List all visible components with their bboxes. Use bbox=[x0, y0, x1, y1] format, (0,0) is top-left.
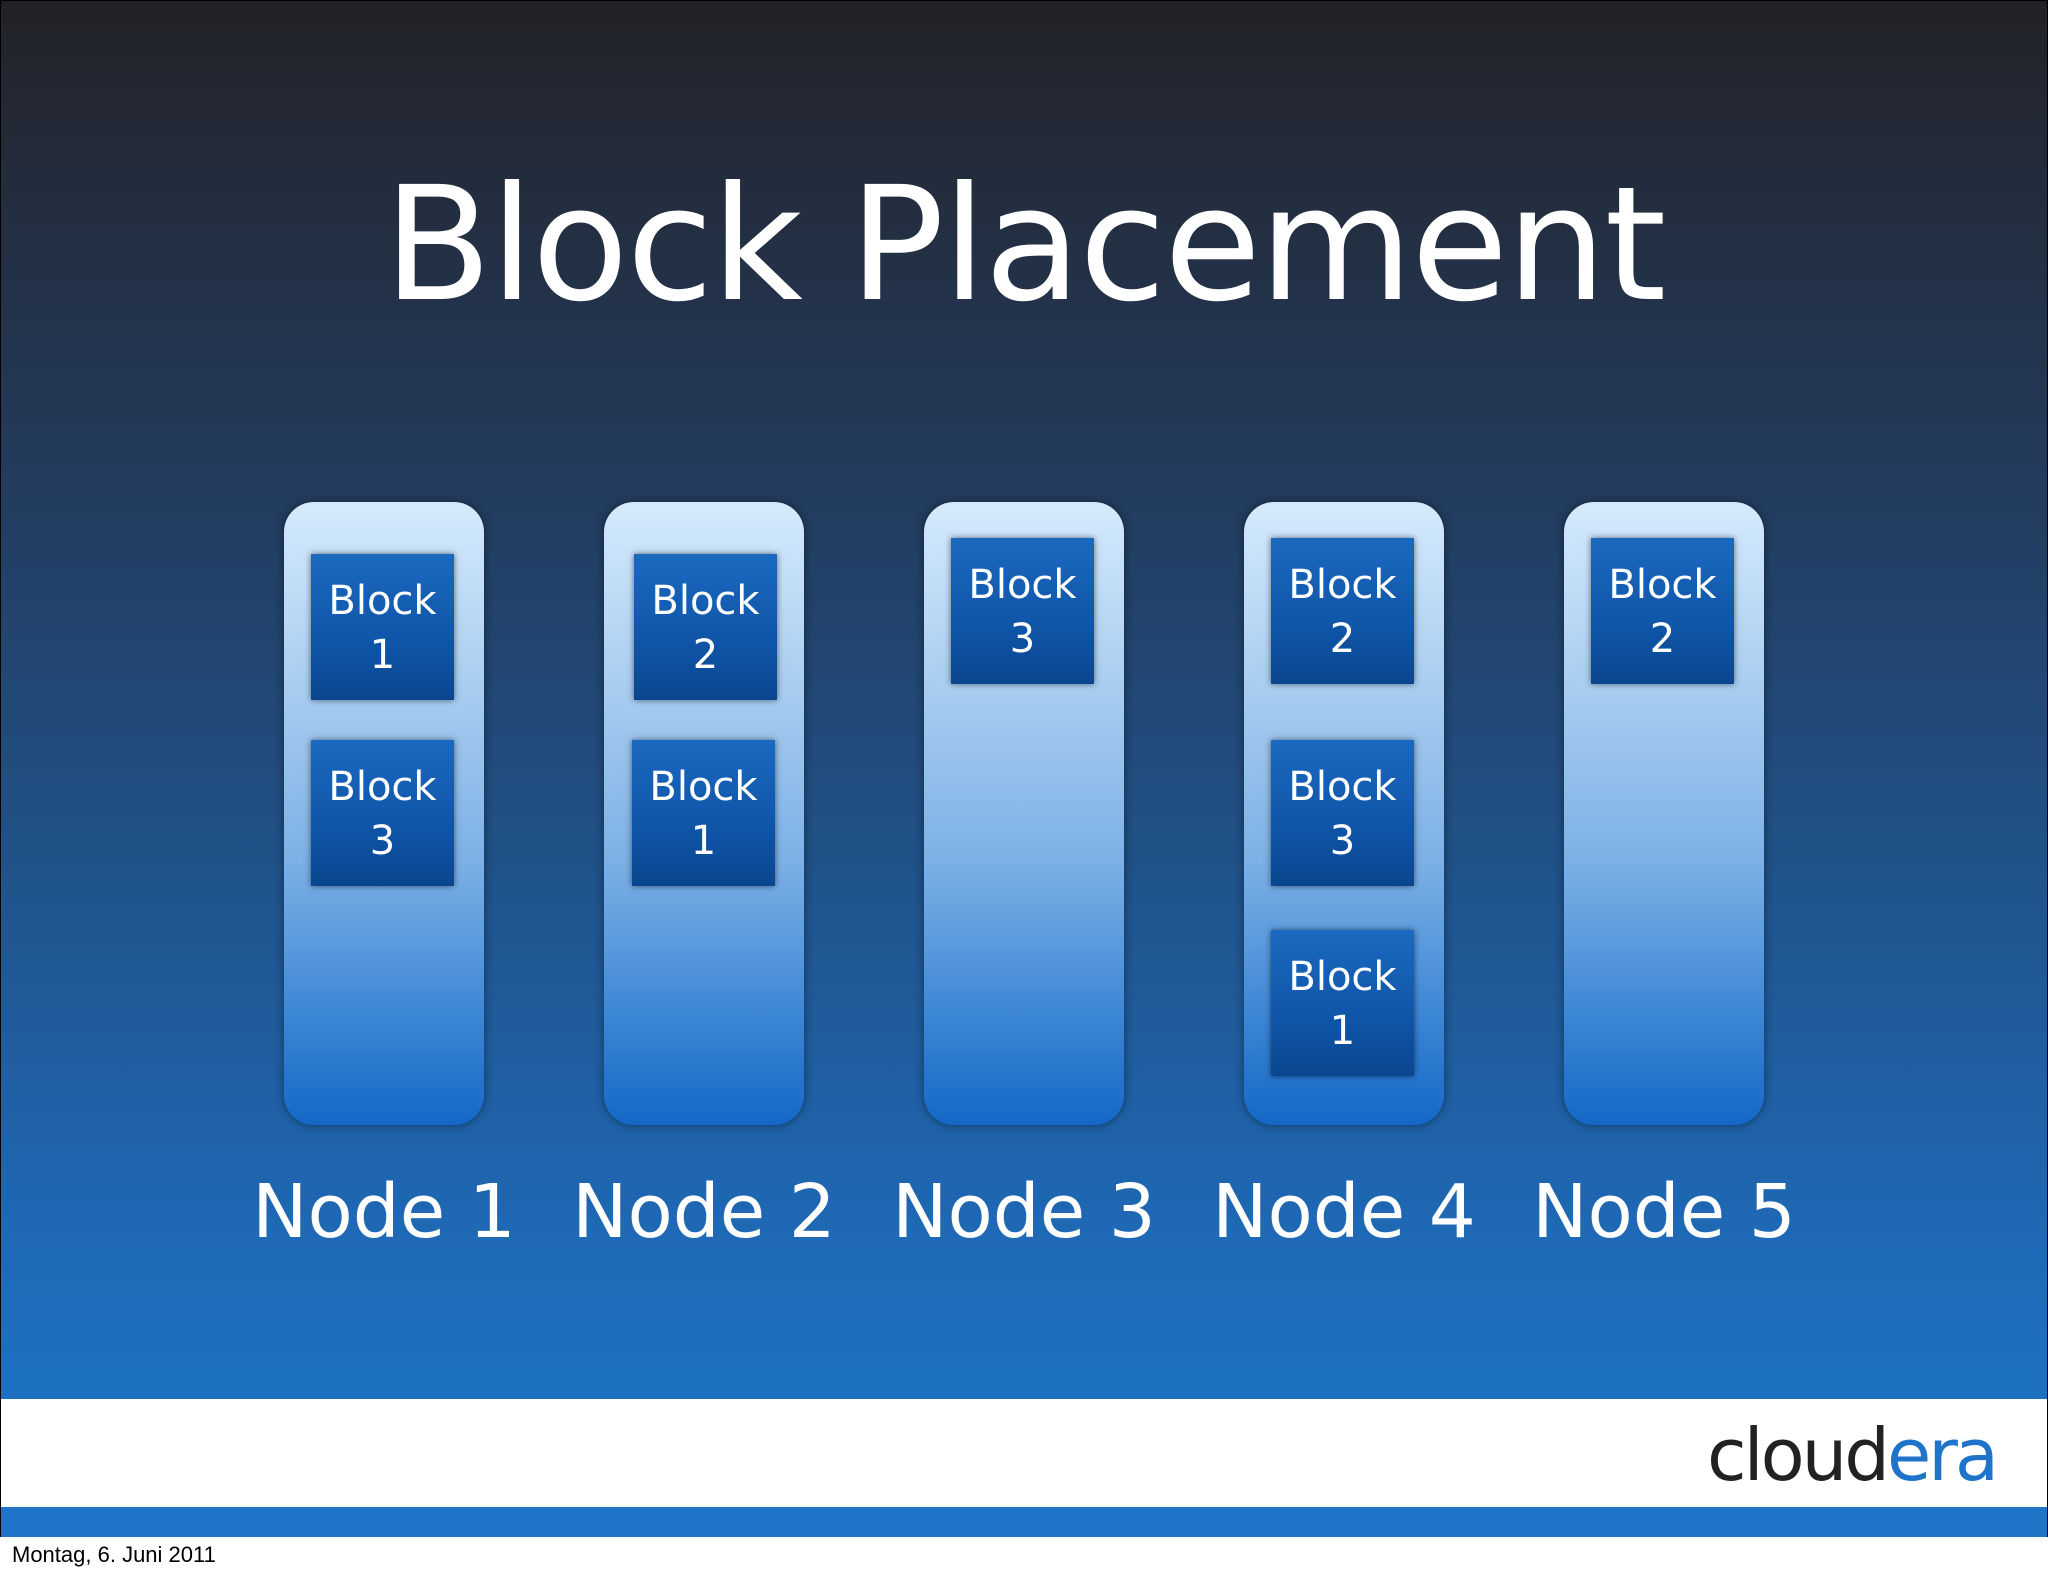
block-label: Block bbox=[1288, 764, 1397, 810]
block-label: Block bbox=[651, 578, 760, 624]
node-5-column: Block 2 bbox=[1564, 502, 1764, 1125]
node-4-label: Node 4 bbox=[1212, 1169, 1476, 1255]
block-card: Block 2 bbox=[634, 554, 777, 700]
block-card: Block 1 bbox=[632, 740, 775, 886]
date-label: Montag, 6. Juni 2011 bbox=[12, 1542, 216, 1567]
node-2-column: Block 2 Block 1 bbox=[604, 502, 804, 1125]
node-2-label: Node 2 bbox=[572, 1169, 836, 1255]
block-number: 1 bbox=[1329, 1008, 1356, 1054]
block-number: 2 bbox=[1649, 616, 1676, 662]
logo-text-dark: cloud bbox=[1706, 1413, 1890, 1497]
block-label: Block bbox=[968, 562, 1077, 608]
node-1-column: Block 1 Block 3 bbox=[284, 502, 484, 1125]
block-number: 3 bbox=[1329, 818, 1356, 864]
block-card: Block 2 bbox=[1271, 538, 1414, 684]
block-label: Block bbox=[1288, 954, 1397, 1000]
node-3-label: Node 3 bbox=[892, 1169, 1156, 1255]
node-5-label: Node 5 bbox=[1532, 1169, 1796, 1255]
block-card: Block 3 bbox=[1271, 740, 1414, 886]
footer-stripe bbox=[0, 1507, 2048, 1537]
block-card: Block 1 bbox=[311, 554, 454, 700]
block-label: Block bbox=[649, 764, 758, 810]
block-number: 3 bbox=[369, 818, 396, 864]
logo-text-accent: era bbox=[1886, 1413, 1999, 1497]
slide-title: Block Placement bbox=[383, 153, 1667, 337]
block-label: Block bbox=[1608, 562, 1717, 608]
node-1-label: Node 1 bbox=[252, 1169, 516, 1255]
block-number: 1 bbox=[369, 632, 396, 678]
block-number: 3 bbox=[1009, 616, 1036, 662]
block-label: Block bbox=[1288, 562, 1397, 608]
block-number: 2 bbox=[1329, 616, 1356, 662]
block-label: Block bbox=[328, 764, 437, 810]
slide: Block Placement Block 1 Block 3 Node 1 B… bbox=[0, 0, 2048, 1537]
cloudera-logo: cloudera bbox=[1706, 1410, 1999, 1500]
block-card: Block 3 bbox=[951, 538, 1094, 684]
block-label: Block bbox=[328, 578, 437, 624]
block-card: Block 2 bbox=[1591, 538, 1734, 684]
footer-band bbox=[0, 1399, 2048, 1507]
block-number: 2 bbox=[692, 632, 719, 678]
node-4-column: Block 2 Block 3 Block 1 bbox=[1244, 502, 1444, 1125]
node-3-column: Block 3 bbox=[924, 502, 1124, 1125]
block-card: Block 3 bbox=[311, 740, 454, 886]
block-number: 1 bbox=[690, 818, 717, 864]
block-card: Block 1 bbox=[1271, 930, 1414, 1076]
